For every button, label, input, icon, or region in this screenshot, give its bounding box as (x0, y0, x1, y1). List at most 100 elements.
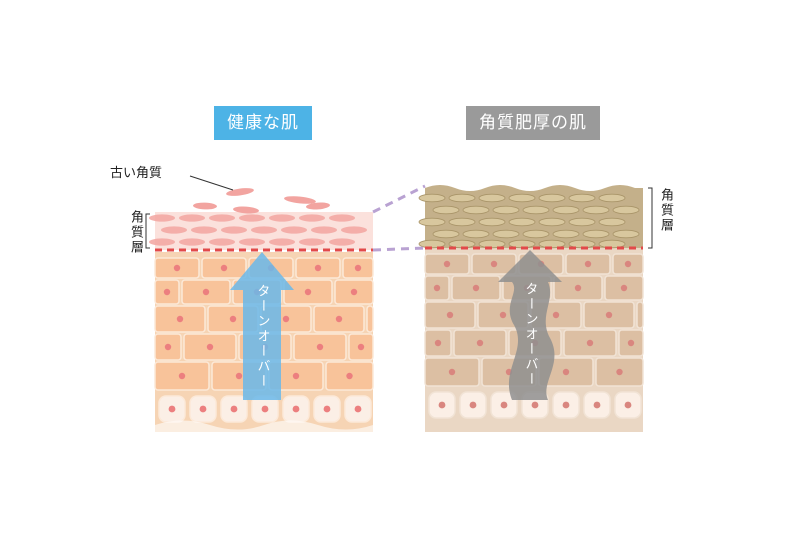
thick-keratin-flake (552, 229, 580, 239)
cell-nucleus (446, 311, 454, 319)
thickened-stratum-bracket (648, 187, 653, 249)
thick-keratin-flake (462, 205, 490, 215)
keratin-flake (329, 214, 355, 222)
thick-keratin-flake (448, 193, 476, 203)
cell-nucleus (472, 284, 480, 292)
cell-nucleus (202, 288, 210, 296)
connector-top (372, 184, 426, 214)
connector-bottom (372, 246, 426, 252)
cell-nucleus (562, 401, 570, 409)
cell-nucleus (163, 288, 171, 296)
cell-nucleus (490, 260, 498, 268)
healthy-turnover-arrow (230, 252, 294, 400)
thick-keratin-flake (582, 229, 610, 239)
healthy-stratum-flakes (149, 214, 367, 246)
thick-keratin-flake (478, 193, 506, 203)
thickened-skin-panel (418, 185, 644, 432)
cell-nucleus (206, 343, 214, 351)
cell-nucleus (346, 372, 353, 380)
healthy-skin-title: 健康な肌 (214, 106, 312, 140)
thickened-stratum-flakes (418, 193, 640, 249)
cell-nucleus (624, 260, 632, 268)
cell-nucleus (443, 260, 451, 268)
cell-nucleus (476, 339, 484, 347)
cell-nucleus (552, 311, 560, 319)
cell-nucleus (438, 401, 446, 409)
cell-nucleus (562, 368, 570, 376)
thick-keratin-flake (538, 193, 566, 203)
thick-keratin-flake (582, 205, 610, 215)
cell-nucleus (593, 401, 601, 409)
keratin-flake (251, 226, 277, 234)
cell-nucleus (469, 401, 477, 409)
cell-nucleus (220, 264, 228, 272)
thick-keratin-flake (418, 193, 446, 203)
healthy-basal-wave (155, 420, 373, 433)
cell-nucleus (292, 405, 300, 413)
thickened-stratum-label: 角質層 (658, 188, 673, 233)
cell-nucleus (199, 405, 207, 413)
keratin-flake (209, 214, 235, 222)
keratin-flake (281, 226, 307, 234)
cell-nucleus (627, 339, 635, 347)
cell-nucleus (448, 368, 456, 376)
cell-nucleus (323, 405, 331, 413)
keratin-flake (329, 238, 355, 246)
cell-nucleus (433, 284, 441, 292)
thickened-turnover-arrow (498, 250, 562, 400)
cell-nucleus (314, 264, 322, 272)
thick-keratin-flake (492, 205, 520, 215)
cell-nucleus (354, 405, 362, 413)
cell-nucleus (584, 260, 592, 268)
cell-nucleus (616, 368, 623, 376)
keratin-flake (191, 226, 217, 234)
cell-nucleus (282, 315, 290, 323)
cell-nucleus (354, 264, 362, 272)
healthy-skin-panel (149, 175, 374, 433)
thick-keratin-flake (598, 217, 626, 227)
old-keratin-flake (306, 202, 330, 210)
thick-keratin-flake (568, 193, 596, 203)
old-keratin-label: 古い角質 (110, 166, 163, 181)
keratin-flake (299, 214, 325, 222)
keratin-flake (341, 226, 367, 234)
keratin-flake (209, 238, 235, 246)
cell-nucleus (292, 372, 300, 380)
cell-nucleus (230, 405, 238, 413)
cell-nucleus (178, 372, 186, 380)
cell-nucleus (164, 343, 172, 351)
cell-nucleus (499, 311, 507, 319)
cell-nucleus (235, 372, 243, 380)
thick-keratin-flake (508, 193, 536, 203)
healthy-turnover-label: ターンオーバー (255, 284, 271, 389)
cell-nucleus (357, 343, 365, 351)
skin-cell (366, 305, 374, 333)
old-keratin-flake (226, 188, 254, 196)
thick-keratin-flake (612, 229, 640, 239)
thick-keratin-flake (492, 229, 520, 239)
cell-nucleus (335, 315, 343, 323)
cell-nucleus (316, 343, 324, 351)
keratin-flake (239, 238, 265, 246)
cell-nucleus (574, 284, 582, 292)
keratin-flake (149, 214, 175, 222)
cell-nucleus (531, 401, 539, 409)
old-keratin-flakes (193, 188, 330, 214)
skin-cell (636, 301, 644, 329)
cell-nucleus (304, 288, 312, 296)
keratin-flake (179, 238, 205, 246)
thick-keratin-flake (598, 193, 626, 203)
thick-keratin-flake (522, 205, 550, 215)
cell-nucleus (434, 339, 442, 347)
thick-keratin-flake (552, 205, 580, 215)
keratin-flake (161, 226, 187, 234)
cell-nucleus (168, 405, 176, 413)
thick-keratin-flake (612, 205, 640, 215)
thickened-skin-title: 角質肥厚の肌 (466, 106, 600, 140)
keratin-flake (269, 214, 295, 222)
healthy-stratum-bracket (145, 213, 150, 249)
thick-keratin-flake (448, 217, 476, 227)
keratin-flake (149, 238, 175, 246)
keratin-flake (221, 226, 247, 234)
